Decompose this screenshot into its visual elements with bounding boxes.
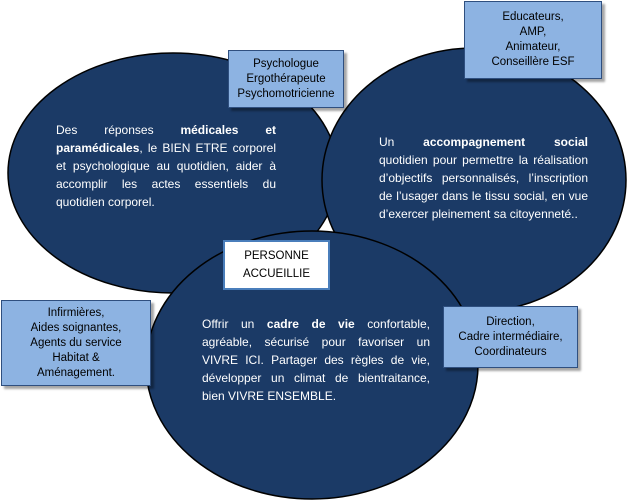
box-psychology-line-3: Psychomotricienne [237, 87, 335, 100]
box-educators-line-2: AMP, [519, 26, 547, 38]
center-line-1: PERSONNE [244, 250, 309, 262]
box-care-line-5: Aménagement. [37, 366, 115, 379]
circle-left-text-start: Des réponses [56, 123, 181, 137]
box-care-line-3: Agents du service [30, 336, 122, 349]
center-person-box: PERSONNE ACCUEILLIE [223, 240, 330, 290]
box-psychology-line-1: Psychologue [253, 57, 319, 70]
circle-right-text-start: Un [379, 135, 424, 149]
circle-left-text: Des réponses médicales et paramédicales,… [56, 121, 276, 211]
circle-bottom-text: Offrir un cadre de vie confortable, agré… [202, 315, 430, 405]
circle-bottom-text-start: Offrir un [202, 317, 267, 331]
circle-left-text-bold: médicales et paramédicales [56, 123, 277, 155]
circle-right-text: Un accompagnement social quotidien pour … [379, 133, 588, 223]
box-management-line-1: Direction, [486, 315, 535, 328]
box-care-line-4: Habitat & [52, 351, 100, 364]
box-management-line-2: Cadre intermédiaire, [458, 330, 563, 343]
circle-right-text-bold: accompagnement social [423, 135, 588, 149]
box-care-team: Infirmières, Aides soignantes, Agents du… [1, 300, 151, 386]
box-educators-line-4: Conseillère ESF [491, 56, 575, 68]
box-psychology-line-2: Ergothérapeute [246, 72, 326, 85]
circle-left-text-end: , le BIEN ETRE corporel et psychologique… [56, 141, 276, 209]
center-line-2: ACCUEILLIE [242, 268, 311, 280]
box-management-line-3: Coordinateurs [474, 345, 547, 358]
circle-bottom-text-end: confortable, agréable, sécurisé pour fav… [202, 317, 430, 403]
box-care-line-1: Infirmières, [47, 306, 105, 319]
circle-right-text-end: quotidien pour permettre la réalisation … [379, 153, 588, 221]
box-care-line-2: Aides soignantes, [30, 321, 122, 334]
box-educators-line-1: Educateurs, [502, 11, 564, 23]
circle-bottom-text-bold: cadre de vie [266, 317, 355, 331]
box-psychology-team: Psychologue Ergothérapeute Psychomotrici… [228, 50, 344, 108]
box-educators-team: Educateurs, AMP, Animateur, Conseillère … [464, 1, 602, 79]
box-management-team: Direction, Cadre intermédiaire, Coordina… [443, 306, 578, 368]
box-educators-line-3: Animateur, [505, 41, 561, 53]
